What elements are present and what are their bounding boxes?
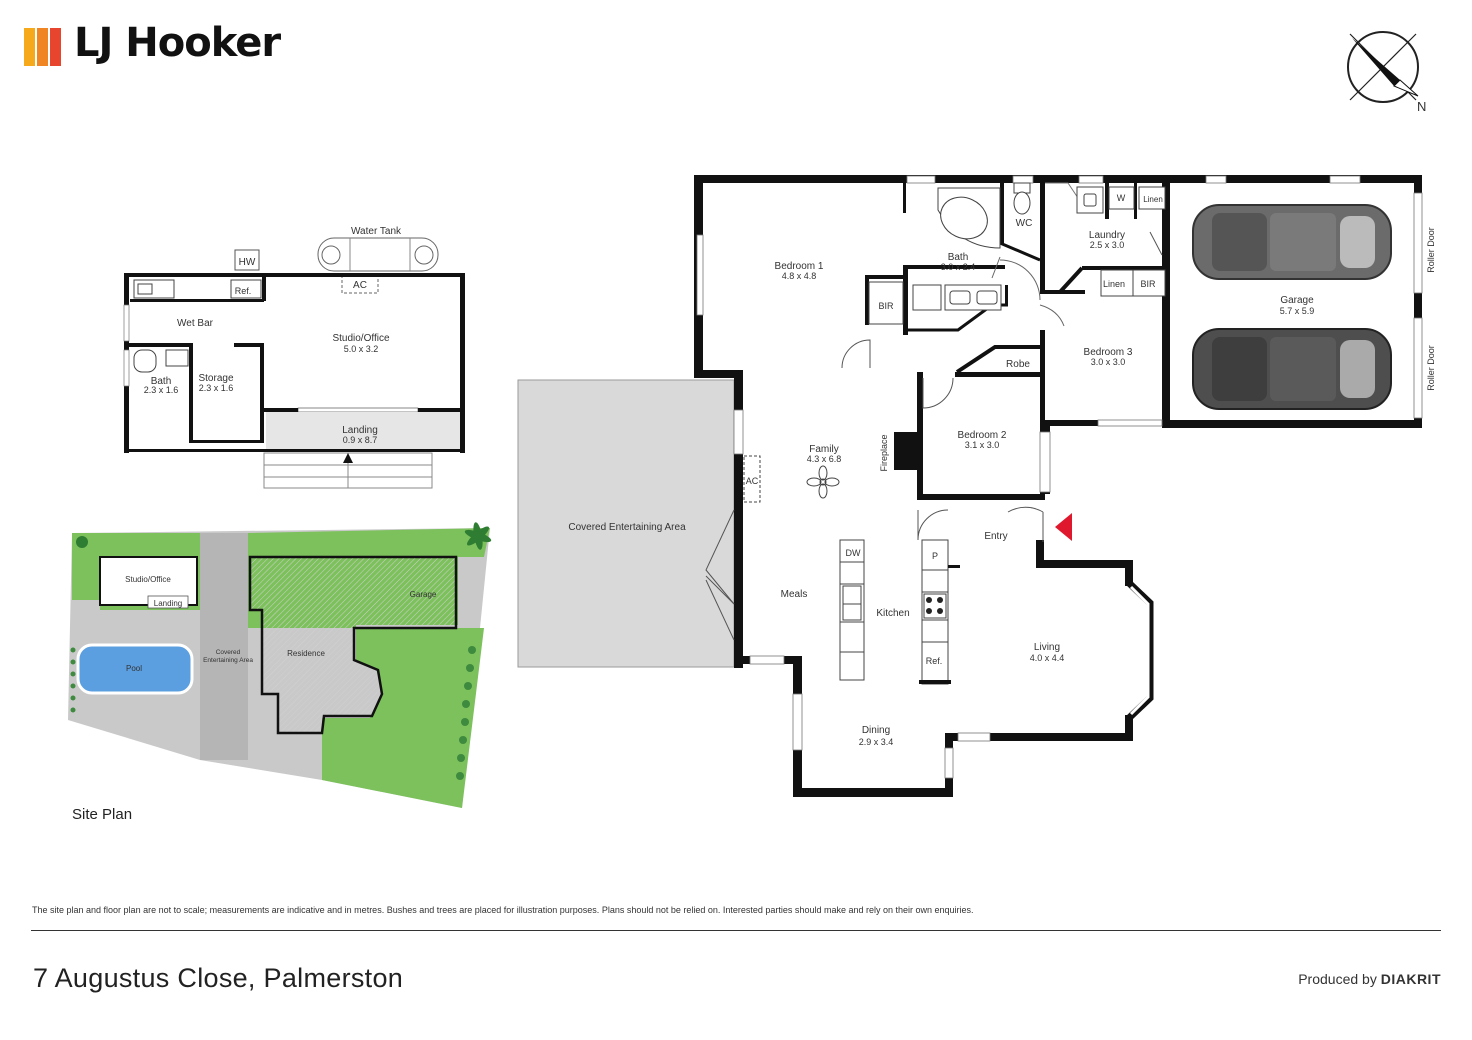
hw-label: HW — [239, 257, 256, 268]
covered-area-label: Covered Entertaining Area — [568, 522, 686, 533]
logo-bar — [50, 28, 61, 66]
kitchen-label: Kitchen — [876, 608, 909, 619]
storage-name: Storage — [198, 373, 233, 384]
site-covered-label-1: Covered — [216, 649, 241, 656]
laundry-dim: 2.5 x 3.0 — [1090, 240, 1125, 250]
garage-name: Garage — [1280, 295, 1314, 306]
dishwasher-label: DW — [846, 548, 861, 558]
bedroom1-dim: 4.8 x 4.8 — [782, 271, 817, 281]
dining-dim: 2.9 x 3.4 — [859, 737, 894, 747]
site-plan: Studio/Office Landing Pool Covered Enter… — [68, 522, 492, 808]
compass-north-label: N — [1417, 99, 1426, 114]
bedroom2-dim: 3.1 x 3.0 — [965, 440, 1000, 450]
studio-office-dim: 5.0 x 3.2 — [344, 344, 379, 354]
roller-door-2-label: Roller Door — [1426, 345, 1436, 391]
car-icon — [1192, 204, 1392, 280]
living-dim: 4.0 x 4.4 — [1030, 653, 1065, 663]
pantry-label: P — [932, 551, 938, 561]
site-garage-label: Garage — [410, 590, 437, 599]
bir-mid-label: BIR — [1140, 279, 1156, 289]
landing-name: Landing — [342, 425, 378, 436]
bedroom3-name: Bedroom 3 — [1084, 347, 1133, 358]
wc-label: WC — [1016, 218, 1033, 229]
studio-bath-dim: 2.3 x 1.6 — [144, 385, 179, 395]
landing-dim: 0.9 x 8.7 — [343, 435, 378, 445]
site-studio-label: Studio/Office — [125, 575, 171, 584]
divider — [31, 930, 1441, 931]
entry-label: Entry — [984, 531, 1007, 542]
studio-office-name: Studio/Office — [332, 333, 390, 344]
brand-name: LJ Hooker — [74, 20, 281, 66]
bath-name: Bath — [948, 252, 969, 263]
bath-dim: 3.0 x 2.4 — [941, 262, 976, 272]
laundry-name: Laundry — [1089, 230, 1125, 241]
roller-door-1-label: Roller Door — [1426, 227, 1436, 273]
studio-bath-name: Bath — [151, 376, 172, 387]
studio-ref-label: Ref. — [235, 286, 252, 296]
family-name: Family — [809, 444, 838, 455]
storage-dim: 2.3 x 1.6 — [199, 383, 234, 393]
family-dim: 4.3 x 6.8 — [807, 454, 842, 464]
ac-label: AC — [746, 476, 759, 486]
wet-bar-label: Wet Bar — [177, 318, 214, 329]
dining-name: Dining — [862, 725, 890, 736]
produced-by: Produced by DIAKRIT — [1298, 971, 1441, 987]
hedge-icon — [70, 646, 476, 780]
studio-building: Water Tank AC HW Ref. We — [123, 226, 465, 489]
water-tank-label: Water Tank — [351, 226, 402, 237]
site-plan-title: Site Plan — [72, 806, 133, 823]
site-pool-label: Pool — [126, 664, 142, 673]
linen-mid-label: Linen — [1103, 279, 1125, 289]
bedroom2-name: Bedroom 2 — [958, 430, 1007, 441]
produced-by-text: Produced by — [1298, 971, 1377, 987]
disclaimer: The site plan and floor plan are not to … — [32, 905, 974, 915]
logo-bar — [24, 28, 35, 66]
living-name: Living — [1034, 642, 1060, 653]
bir-left-label: BIR — [878, 301, 894, 311]
washer-label: W — [1117, 193, 1126, 203]
ref-label: Ref. — [926, 656, 943, 666]
logo-bar — [37, 28, 48, 66]
ceiling-fan-icon — [806, 465, 840, 499]
main-house: Covered Entertaining Area — [517, 175, 1436, 797]
fireplace-label: Fireplace — [879, 434, 889, 471]
bedroom1-name: Bedroom 1 — [775, 261, 824, 272]
robe-label: Robe — [1006, 359, 1030, 370]
site-covered-label-2: Entertaining Area — [203, 657, 253, 664]
property-address: 7 Augustus Close, Palmerston — [33, 963, 404, 993]
bedroom3-dim: 3.0 x 3.0 — [1091, 357, 1126, 367]
garage-dim: 5.7 x 5.9 — [1280, 306, 1315, 316]
site-landing-label: Landing — [154, 599, 182, 608]
palm-tree-icon — [464, 522, 492, 550]
studio-ac-label: AC — [353, 280, 367, 291]
car-icon — [1192, 328, 1392, 410]
compass-icon: N — [1347, 31, 1426, 114]
site-residence-label: Residence — [287, 649, 325, 658]
entry-arrow-icon — [1055, 513, 1072, 541]
linen-top-label: Linen — [1143, 195, 1163, 204]
meals-label: Meals — [781, 589, 808, 600]
producer-name: DIAKRIT — [1380, 971, 1441, 987]
